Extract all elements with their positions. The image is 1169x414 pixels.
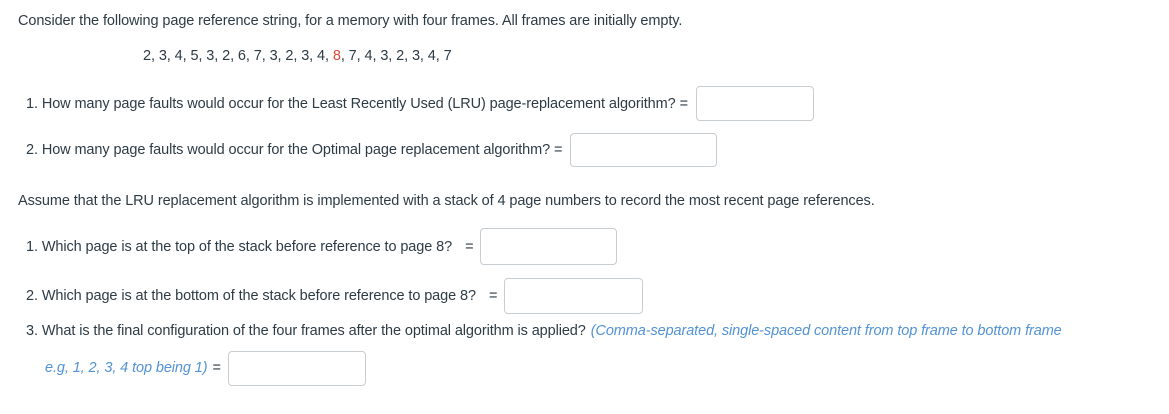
stack-bottom-question-row: 2. Which page is at the bottom of the st…: [26, 277, 644, 314]
optimal-faults-input[interactable]: [570, 133, 718, 167]
final-config-input[interactable]: [227, 350, 366, 386]
question-intro: Consider the following page reference st…: [18, 13, 683, 29]
stack-top-input[interactable]: [480, 228, 618, 265]
final-config-note-line2: e.g, 1, 2, 3, 4 top being 1): [45, 360, 208, 376]
equals-sign: =: [488, 287, 498, 304]
stack-top-question-label: 1. Which page is at the top of the stack…: [26, 238, 453, 255]
final-config-question: 3. What is the final configuration of th…: [26, 321, 1062, 341]
lru-faults-question-row: 1. How many page faults would occur for …: [26, 86, 814, 121]
equals-sign: =: [212, 360, 221, 376]
lru-faults-question-label: 1. How many page faults would occur for …: [26, 95, 676, 112]
reference-string-after: , 7, 4, 3, 2, 3, 4, 7: [340, 48, 452, 64]
lru-faults-input[interactable]: [695, 86, 814, 121]
stack-bottom-input[interactable]: [504, 277, 644, 314]
final-config-question-label: 3. What is the final configuration of th…: [26, 323, 586, 339]
page-reference-string: 2, 3, 4, 5, 3, 2, 6, 7, 3, 2, 3, 4, 8, 7…: [143, 46, 452, 66]
equals-sign: =: [554, 142, 563, 158]
equals-sign: =: [679, 95, 688, 112]
optimal-faults-question-row: 2. How many page faults would occur for …: [26, 133, 718, 167]
final-config-answer-row: e.g, 1, 2, 3, 4 top being 1) =: [45, 350, 366, 386]
final-config-note-line1: (Comma-separated, single-spaced content …: [590, 323, 1062, 339]
reference-string-highlight-8: 8: [332, 48, 341, 64]
equals-sign: =: [465, 238, 474, 255]
optimal-faults-question-label: 2. How many page faults would occur for …: [26, 142, 551, 158]
stack-assumption: Assume that the LRU replacement algorith…: [18, 193, 875, 209]
reference-string-before: 2, 3, 4, 5, 3, 2, 6, 7, 3, 2, 3, 4,: [143, 48, 333, 64]
stack-top-question-row: 1. Which page is at the top of the stack…: [26, 228, 618, 265]
stack-bottom-question-label: 2. Which page is at the bottom of the st…: [26, 287, 476, 304]
